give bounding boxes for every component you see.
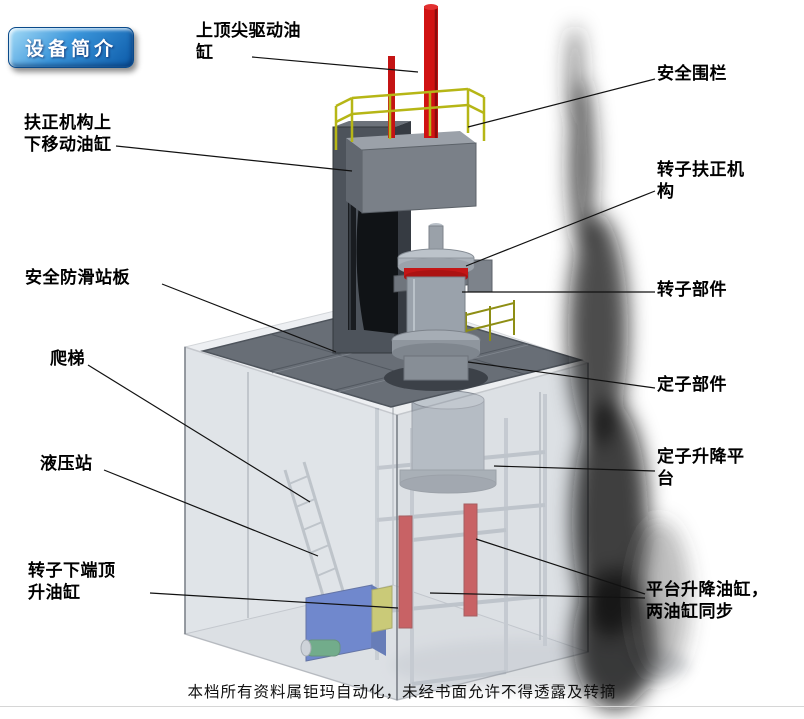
- top-cylinder-rod: [388, 4, 438, 138]
- safety-railing: [334, 87, 486, 150]
- callout-top-drive-cylinder: 上顶尖驱动油缸: [196, 21, 301, 63]
- enclosure-front-walls: [184, 345, 589, 702]
- title-badge: 设备简介: [8, 27, 135, 68]
- leader-rotor-bottom-jack: [149, 592, 399, 609]
- ink-smudge: [567, 25, 690, 710]
- platform-railing: [465, 300, 515, 347]
- bottom-divider: [0, 706, 804, 707]
- lift-cylinders: [398, 503, 478, 629]
- callout-ladder: 爬梯: [50, 349, 85, 368]
- callout-stator-parts: 定子部件: [657, 375, 727, 394]
- rotor-assembly: [391, 223, 493, 381]
- leader-centering-move-cylinder: [115, 145, 353, 172]
- callout-rotor-bottom-jack-cylinder: 转子下端顶升油缸: [28, 561, 116, 603]
- callout-hydraulic-station: 液压站: [40, 454, 93, 473]
- leader-rotor-centering-mechanism: [465, 190, 656, 267]
- leader-platform-lift-1: [475, 538, 646, 595]
- copyright-notice: 本档所有资料属钜玛自动化，未经书面允许不得透露及转摘: [187, 684, 617, 701]
- leader-stator-parts: [467, 361, 656, 389]
- title-badge-label: 设备简介: [25, 39, 118, 60]
- stator-cylinder: [399, 390, 497, 494]
- callout-centering-move-cylinder: 扶正机构上下移动油缸: [24, 113, 112, 155]
- callout-antislip-platform: 安全防滑站板: [25, 268, 130, 287]
- leader-ladder: [87, 364, 311, 503]
- leader-antislip-platform: [161, 283, 337, 353]
- leader-safety-fence: [467, 78, 656, 128]
- callout-platform-lift-cylinders: 平台升降油缸，两油缸同步: [646, 580, 769, 622]
- leader-lines: [87, 56, 656, 609]
- callout-rotor-parts: 转子部件: [657, 280, 727, 299]
- inner-frame: [247, 372, 541, 640]
- leader-top-drive-cylinder: [251, 56, 419, 73]
- callout-safety-fence: 安全围栏: [657, 64, 727, 83]
- leader-stator-lift-platform: [493, 465, 656, 472]
- callout-stator-lift-platform: 定子升降平台: [657, 447, 745, 489]
- callout-rotor-centering-mechanism: 转子扶正机构: [657, 160, 745, 202]
- leader-hydraulic-station: [103, 469, 319, 557]
- head-box: [346, 131, 477, 214]
- leader-platform-lift-2: [429, 592, 646, 599]
